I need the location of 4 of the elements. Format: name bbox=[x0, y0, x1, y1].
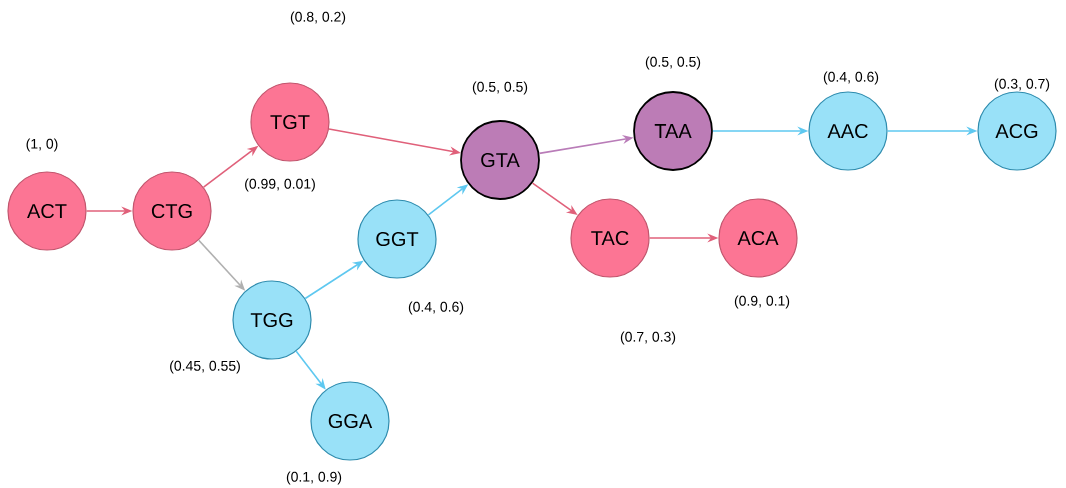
probability-label: (0.99, 0.01) bbox=[245, 178, 315, 192]
probability-label: (0.8, 0.2) bbox=[290, 11, 346, 25]
probability-label: (0.3, 0.7) bbox=[994, 78, 1050, 92]
probability-label: (0.7, 0.3) bbox=[620, 331, 676, 345]
